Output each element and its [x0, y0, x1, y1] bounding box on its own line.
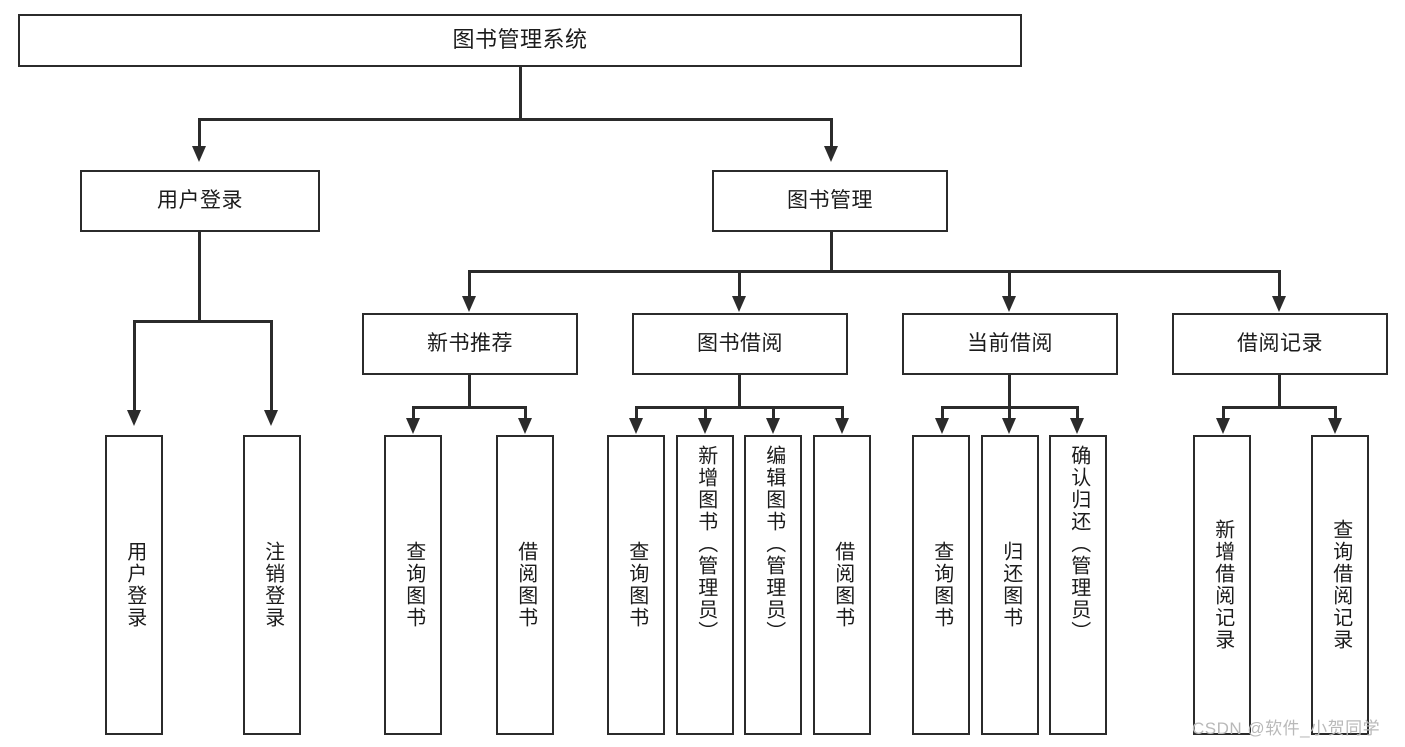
node-current-borrow[interactable]: 当前借阅 [902, 313, 1118, 375]
connector-book-borrow-drop-1 [635, 406, 638, 420]
connector-level3-bus [468, 270, 1280, 273]
node-book-management[interactable]: 图书管理 [712, 170, 948, 232]
leaf-book-borrow-add[interactable]: 新增图书（管理员） [676, 435, 734, 735]
connector-user-login-drop-1 [133, 320, 136, 412]
arrowhead-user-login-leaf-2 [264, 410, 278, 426]
connector-level2-drop-left [198, 118, 201, 148]
arrowhead-book-borrow-leaf-4 [835, 418, 849, 434]
arrowhead-current-borrow-leaf-3 [1070, 418, 1084, 434]
connector-level3-drop-2 [738, 270, 741, 298]
connector-current-borrow-drop-2 [1008, 406, 1011, 420]
node-label: 查询图书 [930, 541, 953, 629]
connector-user-login-bus [133, 320, 272, 323]
arrowhead-to-current-borrow [1002, 296, 1016, 312]
connector-book-management-stem [830, 232, 833, 272]
connector-user-login-drop-2 [270, 320, 273, 412]
leaf-current-borrow-query[interactable]: 查询图书 [912, 435, 970, 735]
watermark-text: CSDN @软件_小贺同学 [1192, 719, 1381, 738]
connector-book-borrow-stem [738, 375, 741, 408]
connector-borrow-record-drop-1 [1222, 406, 1225, 420]
node-label: 新增图书（管理员） [694, 445, 717, 643]
arrowhead-book-borrow-leaf-1 [629, 418, 643, 434]
leaf-borrow-record-query[interactable]: 查询借阅记录 [1311, 435, 1369, 735]
leaf-new-book-query[interactable]: 查询图书 [384, 435, 442, 735]
arrowhead-book-borrow-leaf-3 [766, 418, 780, 434]
arrowhead-to-book-borrow [732, 296, 746, 312]
node-label: 查询借阅记录 [1329, 519, 1352, 651]
node-user-login[interactable]: 用户登录 [80, 170, 320, 232]
node-label: 图书管理系统 [452, 27, 588, 53]
connector-level2-bus [198, 118, 832, 121]
connector-borrow-record-bus [1222, 406, 1336, 409]
node-label: 借阅记录 [1237, 332, 1323, 356]
connector-new-book-bus [412, 406, 526, 409]
leaf-new-book-borrow[interactable]: 借阅图书 [496, 435, 554, 735]
node-root-book-management-system[interactable]: 图书管理系统 [18, 14, 1022, 67]
leaf-user-login-logout[interactable]: 注销登录 [243, 435, 301, 735]
node-label: 图书管理 [787, 189, 873, 213]
node-label: 查询图书 [625, 541, 648, 629]
arrowhead-new-book-leaf-1 [406, 418, 420, 434]
connector-book-borrow-bus [635, 406, 843, 409]
arrowhead-user-login-leaf-1 [127, 410, 141, 426]
leaf-book-borrow-query[interactable]: 查询图书 [607, 435, 665, 735]
arrowhead-new-book-leaf-2 [518, 418, 532, 434]
arrowhead-to-borrow-record [1272, 296, 1286, 312]
node-label: 注销登录 [261, 541, 284, 629]
connector-new-book-drop-2 [524, 406, 527, 420]
leaf-book-borrow-borrow[interactable]: 借阅图书 [813, 435, 871, 735]
connector-level2-drop-right [830, 118, 833, 148]
connector-level3-drop-3 [1008, 270, 1011, 298]
node-new-book-recommend[interactable]: 新书推荐 [362, 313, 578, 375]
connector-book-borrow-drop-3 [772, 406, 775, 420]
connector-book-borrow-drop-2 [704, 406, 707, 420]
connector-new-book-stem [468, 375, 471, 408]
connector-user-login-stem [198, 232, 201, 322]
leaf-user-login-login[interactable]: 用户登录 [105, 435, 163, 735]
arrowhead-current-borrow-leaf-2 [1002, 418, 1016, 434]
node-borrow-record[interactable]: 借阅记录 [1172, 313, 1388, 375]
connector-root-stem [519, 67, 522, 119]
connector-level3-drop-1 [468, 270, 471, 298]
arrowhead-to-book-management [824, 146, 838, 162]
leaf-book-borrow-edit[interactable]: 编辑图书（管理员） [744, 435, 802, 735]
connector-borrow-record-drop-2 [1334, 406, 1337, 420]
node-label: 当前借阅 [967, 332, 1053, 356]
node-label: 借阅图书 [514, 541, 537, 629]
node-label: 新增借阅记录 [1211, 519, 1234, 651]
node-label: 用户登录 [157, 189, 243, 213]
connector-book-borrow-drop-4 [841, 406, 844, 420]
arrowhead-current-borrow-leaf-1 [935, 418, 949, 434]
arrowhead-to-user-login [192, 146, 206, 162]
connector-level3-drop-4 [1278, 270, 1281, 298]
connector-current-borrow-drop-1 [941, 406, 944, 420]
node-label: 归还图书 [999, 541, 1022, 629]
arrowhead-borrow-record-leaf-2 [1328, 418, 1342, 434]
node-label: 借阅图书 [831, 541, 854, 629]
node-label: 编辑图书（管理员） [762, 445, 785, 643]
leaf-current-borrow-return[interactable]: 归还图书 [981, 435, 1039, 735]
connector-current-borrow-drop-3 [1076, 406, 1079, 420]
node-label: 用户登录 [123, 541, 146, 629]
connector-current-borrow-stem [1008, 375, 1011, 408]
arrowhead-book-borrow-leaf-2 [698, 418, 712, 434]
connector-new-book-drop-1 [412, 406, 415, 420]
node-label: 图书借阅 [697, 332, 783, 356]
arrowhead-to-new-book-recommend [462, 296, 476, 312]
leaf-current-borrow-confirm-return[interactable]: 确认归还（管理员） [1049, 435, 1107, 735]
arrowhead-borrow-record-leaf-1 [1216, 418, 1230, 434]
leaf-borrow-record-add[interactable]: 新增借阅记录 [1193, 435, 1251, 735]
connector-borrow-record-stem [1278, 375, 1281, 408]
node-book-borrow[interactable]: 图书借阅 [632, 313, 848, 375]
node-label: 查询图书 [402, 541, 425, 629]
node-label: 确认归还（管理员） [1067, 445, 1090, 643]
node-label: 新书推荐 [427, 332, 513, 356]
